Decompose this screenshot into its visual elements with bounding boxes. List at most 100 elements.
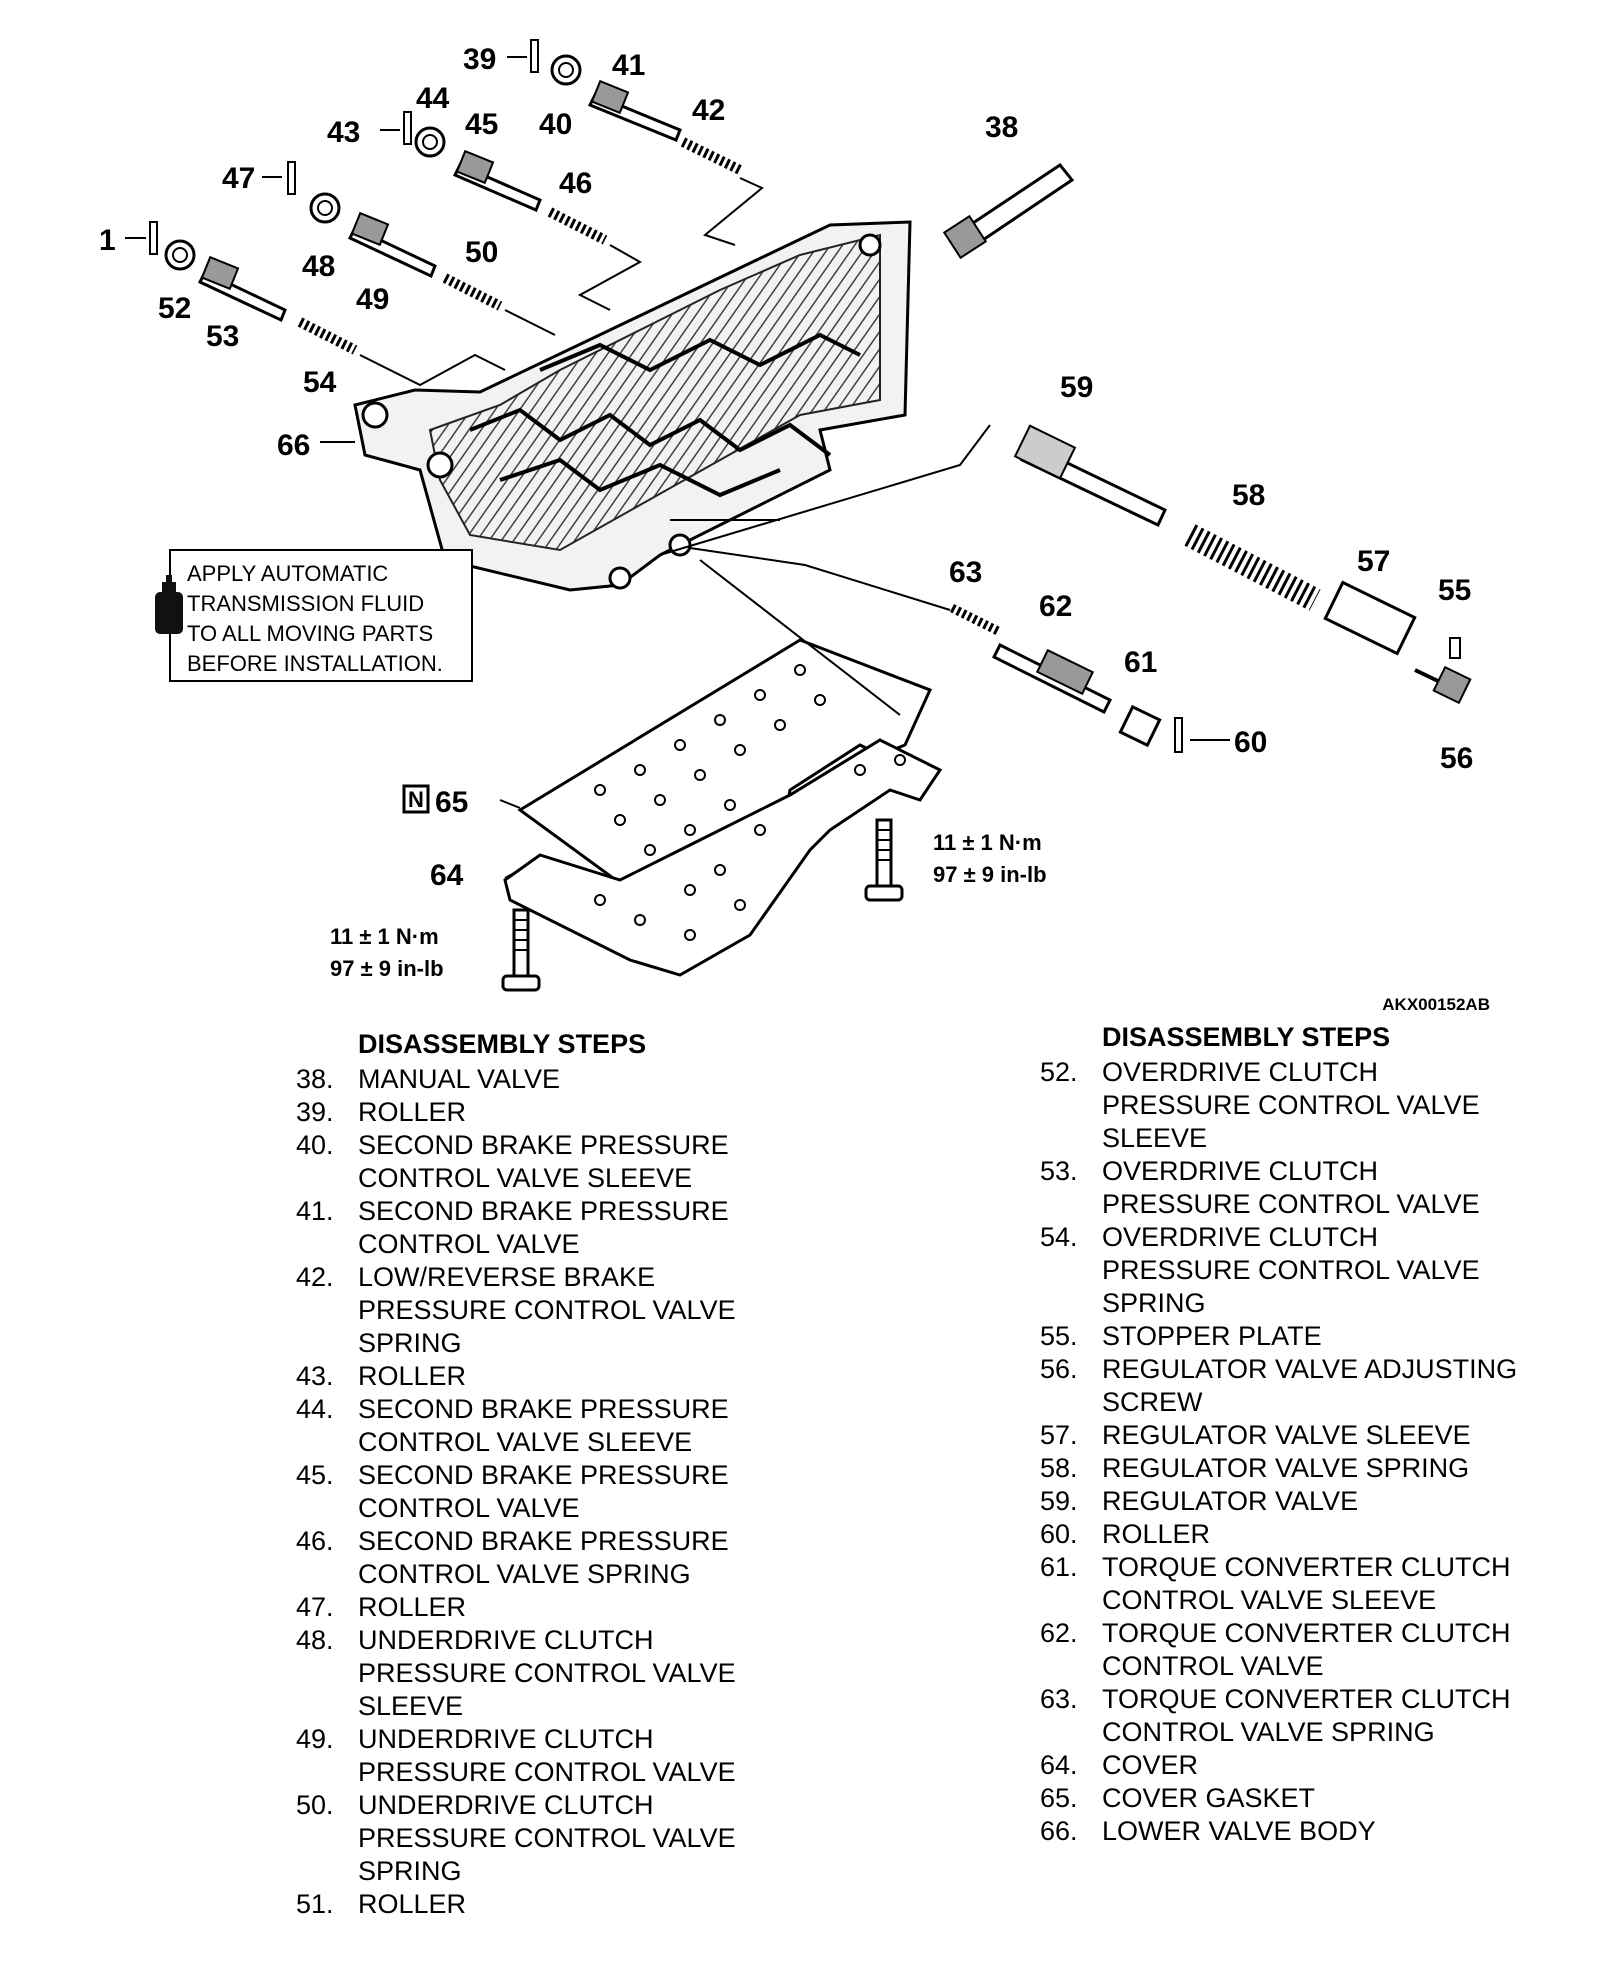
valve-41: [587, 79, 682, 142]
step-item: 51. ROLLER: [296, 1888, 778, 1921]
step-text: ROLLER: [358, 1361, 467, 1391]
step-item: 55. STOPPER PLATE: [1040, 1320, 1522, 1353]
step-item: 46.SECOND BRAKE PRESSURE CONTROL VALVE S…: [296, 1525, 778, 1591]
step-item: 59. REGULATOR VALVE: [1040, 1485, 1522, 1518]
fluid-bottle-icon: [155, 575, 183, 634]
step-text: LOWER VALVE BODY: [1102, 1816, 1376, 1846]
step-number: 55.: [1040, 1321, 1078, 1351]
spring-50: [442, 273, 503, 311]
step-text: SECOND BRAKE PRESSURE CONTROL VALVE SLEE…: [358, 1130, 729, 1193]
step-text: ROLLER: [358, 1097, 467, 1127]
cover-bolt-left: [501, 908, 541, 992]
callout-labels: 39 40 41 42 43 44 45 46 47 48 49 50 1 52…: [99, 43, 1473, 892]
step-text: UNDERDRIVE CLUTCH PRESSURE CONTROL VALVE…: [358, 1790, 736, 1886]
step-number: 63.: [1040, 1684, 1078, 1714]
step-text: ROLLER: [358, 1889, 467, 1919]
gasket-holes: [594, 664, 906, 941]
step-item: 66. LOWER VALVE BODY: [1040, 1815, 1522, 1848]
step-text: UNDERDRIVE CLUTCH PRESSURE CONTROL VALVE…: [358, 1625, 736, 1721]
step-text: COVER: [1102, 1750, 1199, 1780]
roller-47: [287, 161, 296, 195]
step-item: 58. REGULATOR VALVE SPRING: [1040, 1452, 1522, 1485]
right-steps-heading: DISASSEMBLY STEPS: [1102, 1022, 1391, 1052]
roller-1: [149, 221, 158, 255]
step-number: 38.: [296, 1064, 334, 1094]
step-number: 57.: [1040, 1420, 1078, 1450]
step-number: 39.: [296, 1097, 334, 1127]
step-number: 53.: [1040, 1156, 1078, 1186]
step-number: 51.: [296, 1889, 334, 1919]
callout-49: 49: [356, 283, 389, 316]
step-number: 60.: [1040, 1519, 1078, 1549]
step-number: 58.: [1040, 1453, 1078, 1483]
callout-66: 66: [277, 429, 310, 462]
step-item: 48.UNDERDRIVE CLUTCH PRESSURE CONTROL VA…: [296, 1624, 778, 1723]
valve-49: [347, 211, 437, 279]
step-text: REGULATOR VALVE ADJUSTING SCREW: [1102, 1354, 1518, 1417]
callout-42: 42: [692, 94, 725, 127]
step-text: SECOND BRAKE PRESSURE CONTROL VALVE: [358, 1460, 729, 1523]
callout-47: 47: [222, 162, 255, 195]
step-item: 44.SECOND BRAKE PRESSURE CONTROL VALVE S…: [296, 1393, 778, 1459]
note-line-3: TO ALL MOVING PARTS: [187, 621, 433, 646]
step-number: 54.: [1040, 1222, 1078, 1252]
callout-46: 46: [559, 167, 592, 200]
roller-60: [1174, 717, 1183, 753]
step-item: 53.OVERDRIVE CLUTCH PRESSURE CONTROL VAL…: [1040, 1155, 1522, 1221]
callout-52: 52: [158, 292, 191, 325]
step-text: TORQUE CONVERTER CLUTCH CONTROL VALVE SL…: [1102, 1552, 1511, 1615]
callout-48: 48: [302, 250, 335, 283]
sleeve-44: [414, 126, 446, 158]
regulator-adjusting-screw: [1414, 665, 1472, 705]
callout-62: 62: [1039, 590, 1072, 623]
figure-code: AKX00152AB: [1382, 995, 1490, 1010]
stopper-plate: [1449, 637, 1461, 659]
leader-lines: [125, 56, 1230, 879]
cover: [503, 738, 943, 977]
left-steps-heading: DISASSEMBLY STEPS: [358, 1029, 647, 1059]
note-line-2: TRANSMISSION FLUID: [187, 591, 424, 616]
torque-right-nm: 11 ± 1 N·m: [933, 830, 1042, 855]
step-number: 43.: [296, 1361, 334, 1391]
callout-40: 40: [539, 108, 572, 141]
manual-valve: [942, 162, 1075, 260]
step-number: 47.: [296, 1592, 334, 1622]
note-line-4: BEFORE INSTALLATION.: [187, 651, 443, 676]
valve-53: [197, 255, 287, 323]
step-text: TORQUE CONVERTER CLUTCH CONTROL VALVE SP…: [1102, 1684, 1511, 1747]
step-number: 56.: [1040, 1354, 1078, 1384]
callout-41: 41: [612, 49, 645, 82]
step-number: 49.: [296, 1724, 334, 1754]
step-text: REGULATOR VALVE SPRING: [1102, 1453, 1470, 1483]
step-item: 56. REGULATOR VALVE ADJUSTING SCREW: [1040, 1353, 1522, 1419]
callout-53: 53: [206, 320, 239, 353]
tcc-valve: [991, 642, 1113, 715]
step-item: 54.OVERDRIVE CLUTCH PRESSURE CONTROL VAL…: [1040, 1221, 1522, 1320]
callout-64: 64: [430, 859, 464, 892]
exploded-valve-body-diagram: APPLY AUTOMATIC TRANSMISSION FLUID TO AL…: [99, 39, 1490, 1010]
lower-valve-body: [353, 220, 912, 592]
callout-61: 61: [1124, 646, 1157, 679]
step-number: 66.: [1040, 1816, 1078, 1846]
step-item: 52.OVERDRIVE CLUTCH PRESSURE CONTROL VAL…: [1040, 1056, 1522, 1155]
callout-56: 56: [1440, 742, 1473, 775]
step-text: STOPPER PLATE: [1102, 1321, 1322, 1351]
callout-39: 39: [463, 43, 496, 76]
torque-right-inlb: 97 ± 9 in-lb: [933, 862, 1047, 887]
step-text: TORQUE CONVERTER CLUTCH CONTROL VALVE: [1102, 1618, 1511, 1681]
step-number: 59.: [1040, 1486, 1078, 1516]
step-text: ROLLER: [358, 1592, 467, 1622]
callout-60: 60: [1234, 726, 1267, 759]
callout-59: 59: [1060, 371, 1093, 404]
step-item: 57.REGULATOR VALVE SLEEVE: [1040, 1419, 1522, 1452]
regulator-valve-spring: [1184, 524, 1321, 611]
step-item: 61.TORQUE CONVERTER CLUTCH CONTROL VALVE…: [1040, 1551, 1522, 1617]
callout-65: 65: [435, 786, 468, 819]
step-text: REGULATOR VALVE: [1102, 1486, 1359, 1516]
step-item: 49.UNDERDRIVE CLUTCH PRESSURE CONTROL VA…: [296, 1723, 778, 1789]
step-number: 64.: [1040, 1750, 1078, 1780]
callout-1: 1: [99, 224, 116, 257]
step-number: 42.: [296, 1262, 334, 1292]
step-item: 62.TORQUE CONVERTER CLUTCH CONTROL VALVE: [1040, 1617, 1522, 1683]
